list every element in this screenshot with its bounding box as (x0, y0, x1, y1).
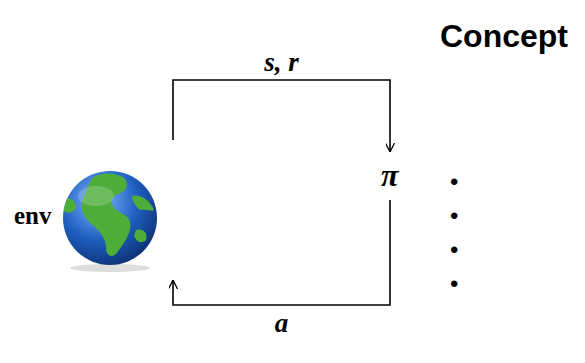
signal-label: a (275, 310, 289, 337)
node-label: env (14, 202, 52, 230)
globe-shadow (70, 264, 150, 272)
globe-sea (63, 171, 157, 265)
bullet: • (450, 170, 458, 194)
bullet: • (450, 272, 458, 296)
policy-symbol: π (381, 158, 399, 193)
environment-node: env (10, 140, 180, 280)
signal-label: s, r (264, 49, 299, 76)
feedback-arrow (173, 80, 390, 152)
bullet: • (450, 238, 458, 262)
feedback-arrow (173, 200, 390, 305)
globe-land (63, 174, 154, 257)
policy-node: π (375, 152, 405, 200)
bullet: • (450, 204, 458, 228)
globe-highlight (78, 186, 114, 206)
slide-title: Concept (440, 18, 568, 55)
